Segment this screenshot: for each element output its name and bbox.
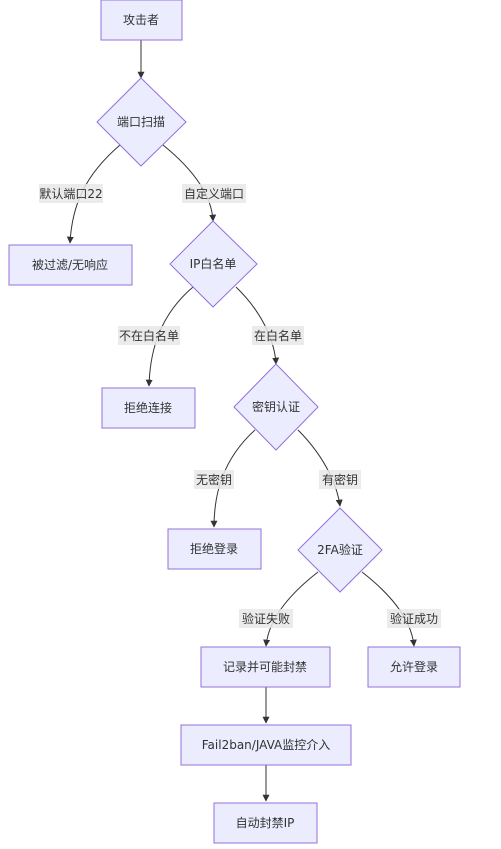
edge-port-scan-to-ip-whitelist [162, 144, 217, 222]
edge-key-auth-to-twofa [297, 429, 343, 507]
node-key-auth: 密钥认证 [233, 363, 319, 451]
svg-text:不在白名单: 不在白名单 [119, 328, 179, 343]
svg-text:2FA验证: 2FA验证 [317, 542, 363, 557]
svg-text:自定义端口: 自定义端口 [184, 186, 244, 201]
edge-ip-whitelist-to-key-auth [235, 286, 280, 365]
svg-text:允许登录: 允许登录 [390, 659, 438, 674]
svg-text:自动封禁IP: 自动封禁IP [236, 816, 295, 830]
svg-text:验证失败: 验证失败 [242, 611, 290, 626]
svg-text:无密钥: 无密钥 [196, 472, 232, 487]
edge-label-in-whitelist: 在白名单 [252, 326, 304, 345]
svg-text:默认端口22: 默认端口22 [39, 186, 102, 201]
node-allow-login: 允许登录 [367, 646, 461, 688]
edge-label-no-key: 无密钥 [194, 470, 234, 489]
edge-label-has-key: 有密钥 [319, 470, 361, 489]
edge-label-verify-ok: 验证成功 [387, 609, 441, 628]
node-auto-ban: 自动封禁IP [213, 802, 318, 844]
node-ip-whitelist: IP白名单 [169, 220, 258, 308]
svg-text:端口扫描: 端口扫描 [117, 115, 165, 129]
svg-text:记录并可能封禁: 记录并可能封禁 [223, 660, 307, 674]
svg-text:攻击者: 攻击者 [123, 13, 159, 27]
svg-text:拒绝登录: 拒绝登录 [190, 541, 238, 556]
node-port-scan: 端口扫描 [96, 77, 187, 167]
svg-text:被过滤/无响应: 被过滤/无响应 [32, 257, 108, 272]
edge-label-not-in-whitelist: 不在白名单 [118, 326, 180, 345]
node-log-ban: 记录并可能封禁 [200, 646, 331, 688]
node-monitor: Fail2ban/JAVA监控介入 [180, 724, 352, 766]
svg-text:有密钥: 有密钥 [322, 472, 358, 487]
node-reject-login: 拒绝登录 [167, 528, 262, 570]
node-twofa: 2FA验证 [297, 507, 383, 593]
node-filtered: 被过滤/无响应 [8, 244, 133, 286]
edge-label-verify-fail: 验证失败 [239, 609, 293, 628]
node-attacker: 攻击者 [100, 0, 183, 41]
svg-text:在白名单: 在白名单 [254, 328, 302, 343]
svg-text:IP白名单: IP白名单 [190, 256, 237, 271]
svg-text:拒绝连接: 拒绝连接 [124, 400, 172, 415]
svg-text:验证成功: 验证成功 [390, 611, 438, 626]
edge-label-custom-port: 自定义端口 [182, 184, 246, 203]
svg-text:Fail2ban/JAVA监控介入: Fail2ban/JAVA监控介入 [202, 738, 331, 752]
node-reject-conn: 拒绝连接 [101, 387, 196, 429]
svg-text:密钥认证: 密钥认证 [252, 399, 300, 414]
edge-label-default-port: 默认端口22 [39, 184, 103, 203]
